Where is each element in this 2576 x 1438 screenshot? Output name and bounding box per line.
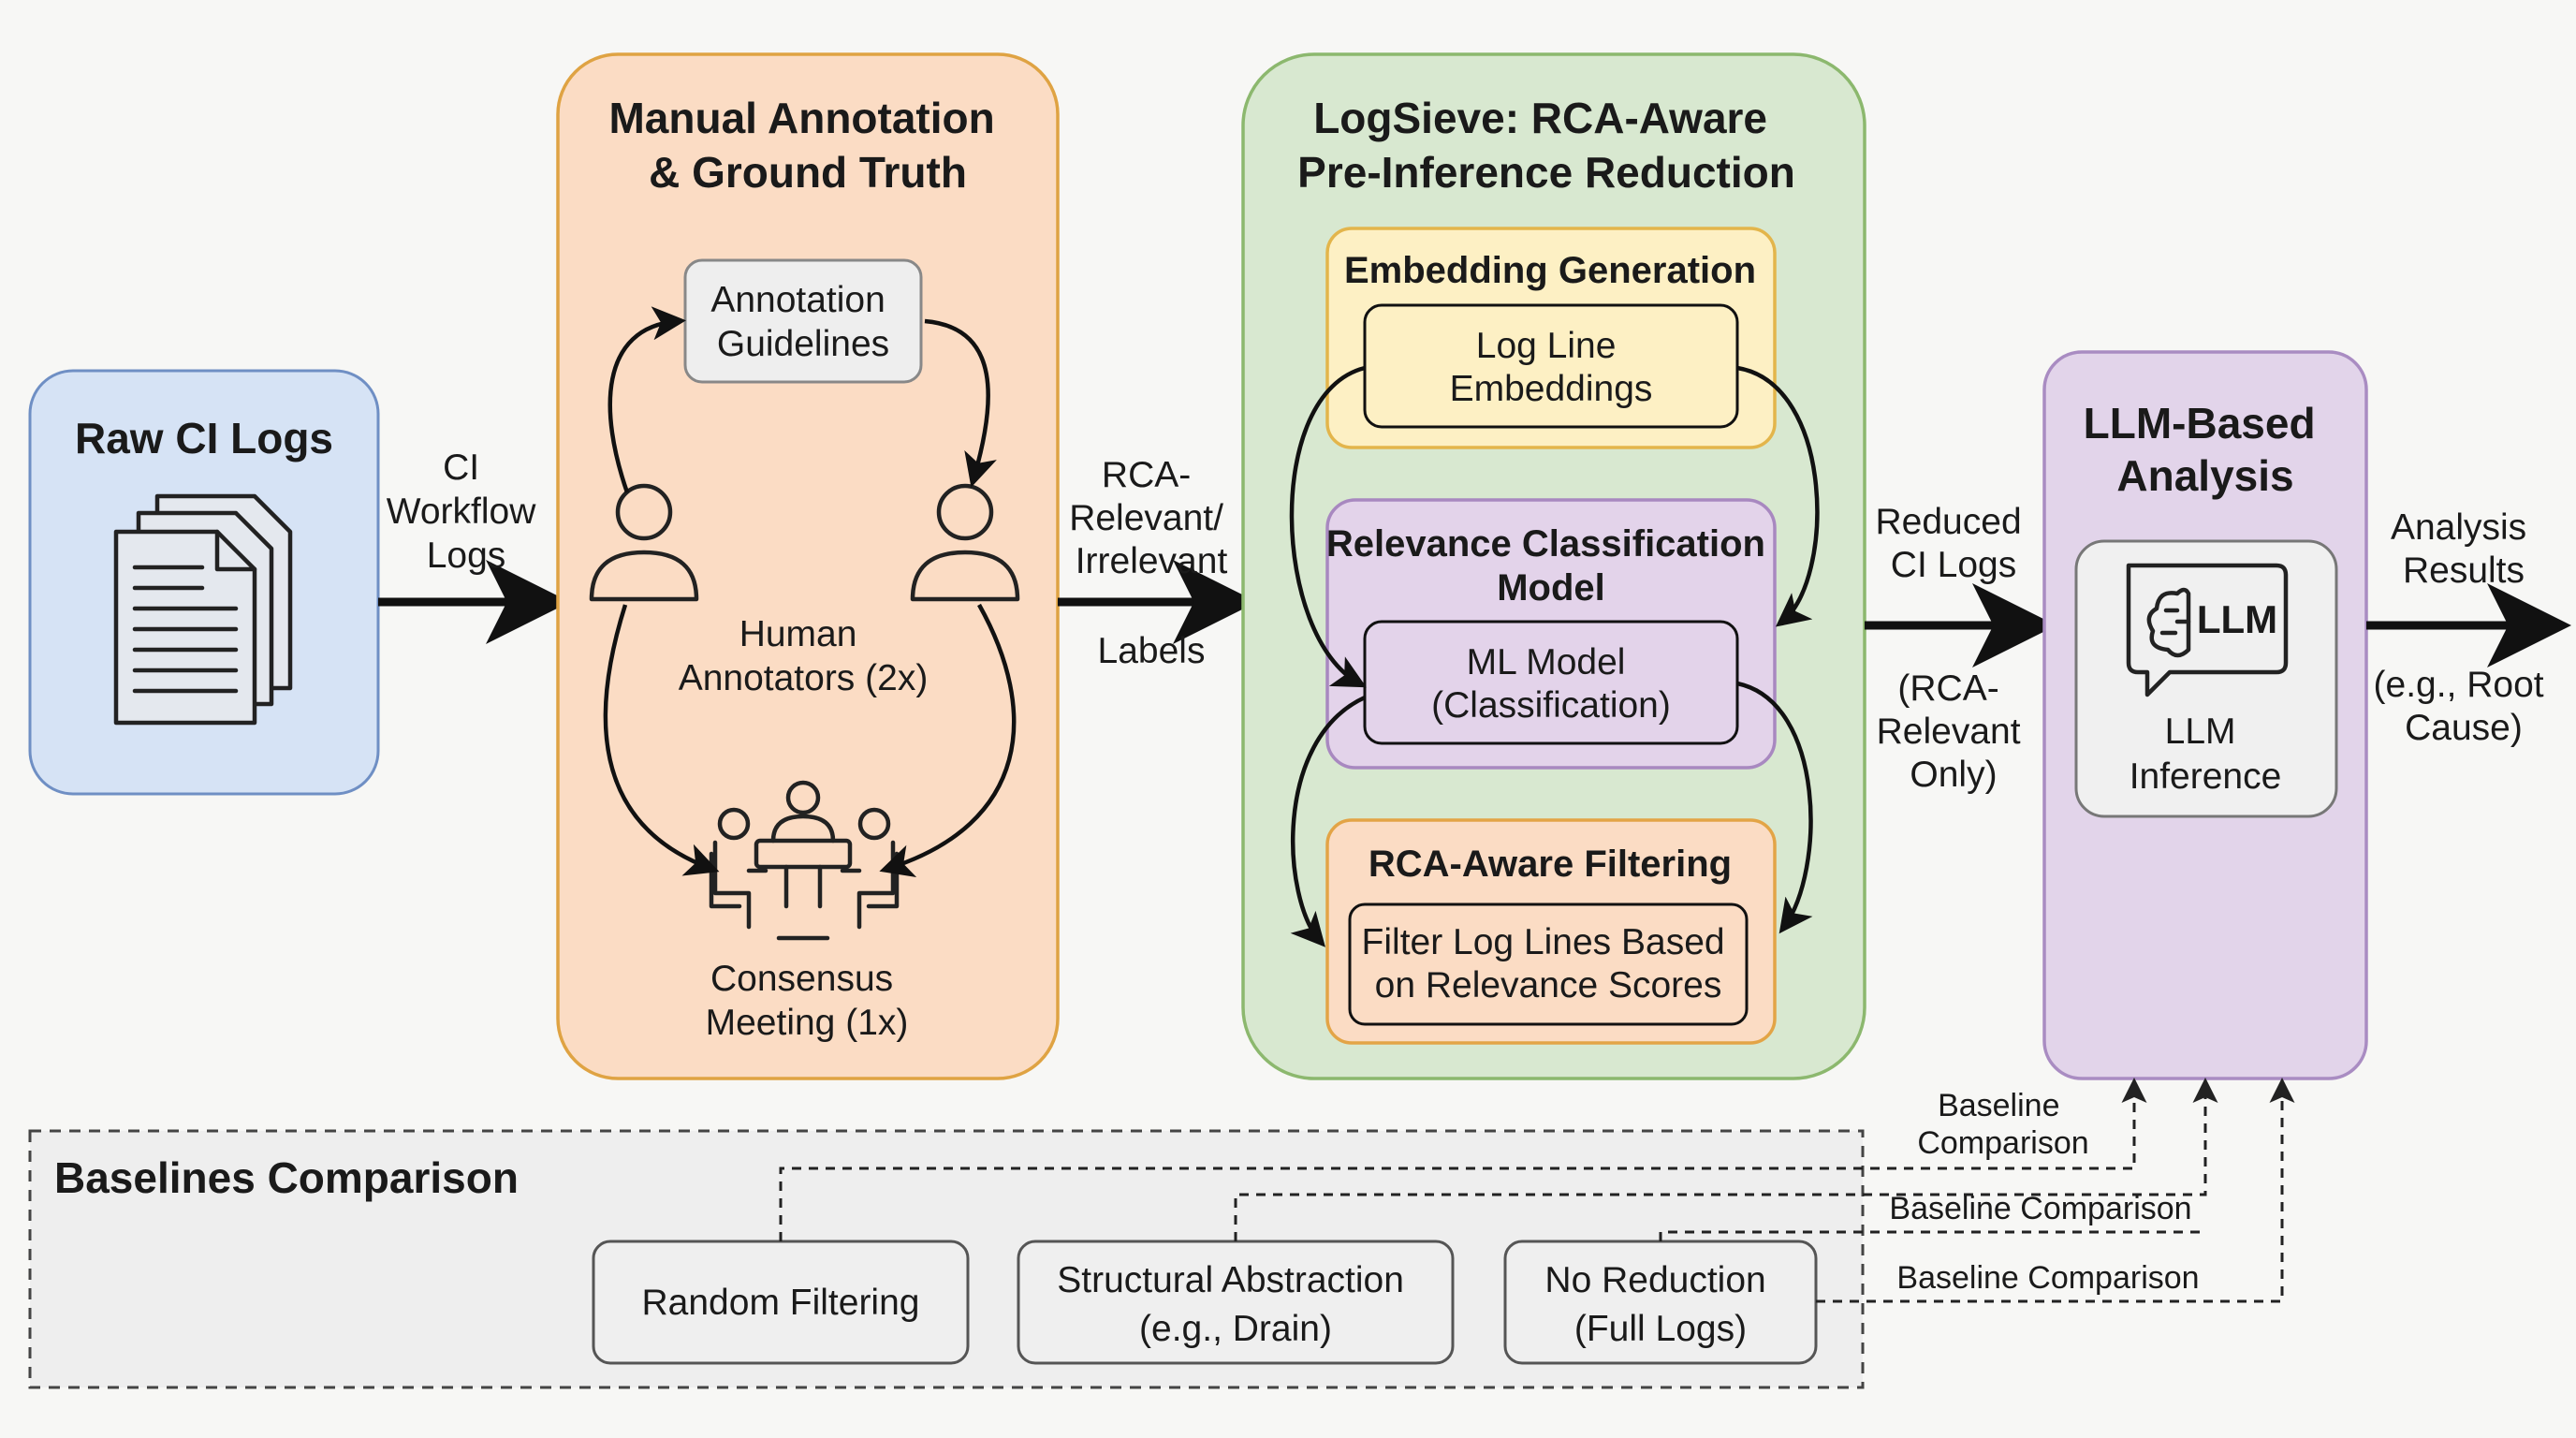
llm-analysis-title: LLM-Based Analysis: [2084, 399, 2328, 500]
edge-labels-bottom: Labels: [1098, 631, 1206, 671]
logsieve-group: LogSieve: RCA-Aware Pre-Inference Reduct…: [1241, 52, 1866, 1080]
edge-ci-workflow-logs-label: CI Workflow Logs: [387, 448, 546, 576]
edge-embeddings-to-model: [1289, 365, 1367, 688]
no-reduction-label: No Reduction (Full Logs): [1544, 1260, 1776, 1349]
edge-model-to-filtering-right: [1736, 681, 1813, 934]
edge-labels-top: RCA- Relevant/ Irrelevant: [1069, 455, 1234, 581]
baselines-comparison-group: Baselines Comparison Random Filtering St…: [28, 1078, 2295, 1389]
edge-noreduction-link: [1659, 1230, 2205, 1241]
edge-annotator-to-meeting-right: [879, 603, 1017, 878]
baseline-comparison-label-2: Baseline Comparison: [1889, 1191, 2191, 1226]
baseline-comparison-label-1: Baseline Comparison: [1917, 1088, 2088, 1161]
relevance-classification-title: Relevance Classification Model: [1326, 523, 1776, 609]
document-stack-icon: [113, 493, 293, 726]
ml-model-label: ML Model (Classification): [1431, 642, 1671, 726]
raw-ci-logs-title: Raw CI Logs: [75, 414, 333, 462]
log-line-embeddings-label: Log Line Embeddings: [1450, 326, 1653, 409]
human-annotators-label: Human Annotators (2x): [679, 614, 929, 698]
person-left-icon: [589, 483, 699, 602]
consensus-meeting-label: Consensus Meeting (1x): [706, 959, 909, 1043]
annotation-guidelines-node: Annotation Guidelines: [683, 258, 923, 384]
edge-analysis-results: Analysis Results (e.g., Root Cause): [2366, 507, 2571, 748]
person-right-icon: [910, 483, 1020, 602]
structural-abstraction-node: Structural Abstraction (e.g., Drain): [1017, 1240, 1455, 1365]
edge-reduced-ci-logs-top: Reduced CI Logs: [1876, 502, 2032, 585]
llm-analysis-group: LLM-Based Analysis LLM LLM Inference: [2042, 350, 2368, 1080]
edge-structural-to-llm: [1234, 1078, 2218, 1241]
edge-random-to-llm: [779, 1078, 2147, 1241]
edge-analysis-results-bottom: (e.g., Root Cause): [2374, 665, 2554, 748]
manual-annotation-group: Manual Annotation & Ground Truth Annotat…: [556, 52, 1060, 1080]
random-filtering-label: Random Filtering: [642, 1283, 920, 1323]
brain-chat-icon: LLM: [2126, 563, 2289, 697]
embedding-generation-node: Embedding Generation Log Line Embeddings: [1325, 227, 1777, 449]
edge-model-to-filtering-left: [1290, 695, 1366, 947]
edge-analysis-results-top: Analysis Results: [2391, 507, 2537, 591]
edge-labels: RCA- Relevant/ Irrelevant Labels: [1058, 455, 1257, 671]
edge-annotator-to-guidelines: [607, 306, 686, 493]
llm-inference-node: LLM LLM Inference: [2074, 539, 2338, 818]
llm-icon-text: LLM: [2197, 597, 2277, 641]
logsieve-title: LogSieve: RCA-Aware Pre-Inference Reduct…: [1297, 94, 1795, 197]
filter-log-lines-label: Filter Log Lines Based on Relevance Scor…: [1362, 922, 1735, 1005]
baseline-comparison-label-3: Baseline Comparison: [1896, 1260, 2199, 1296]
annotation-guidelines-label: Annotation Guidelines: [710, 280, 895, 364]
llm-inference-label: LLM Inference: [2130, 712, 2282, 797]
edge-ci-workflow-logs: CI Workflow Logs: [378, 448, 570, 644]
relevance-classification-node: Relevance Classification Model ML Model …: [1325, 498, 1777, 770]
baselines-comparison-title: Baselines Comparison: [54, 1153, 519, 1202]
edge-guidelines-to-annotator: [924, 318, 997, 488]
edge-reduced-ci-logs-bottom: (RCA- Relevant Only): [1877, 668, 2031, 795]
edge-annotator-to-meeting-left: [603, 604, 720, 876]
edge-reduced-ci-logs: Reduced CI Logs (RCA- Relevant Only): [1865, 502, 2056, 795]
raw-ci-logs-node: Raw CI Logs: [28, 369, 380, 796]
edge-noreduction-to-llm: [1816, 1078, 2295, 1303]
no-reduction-node: No Reduction (Full Logs): [1503, 1240, 1818, 1365]
random-filtering-node: Random Filtering: [592, 1240, 970, 1365]
edge-embeddings-to-relevance: [1736, 365, 1820, 627]
rca-aware-filtering-title: RCA-Aware Filtering: [1368, 844, 1732, 885]
manual-annotation-title: Manual Annotation & Ground Truth: [608, 94, 1006, 197]
structural-abstraction-label: Structural Abstraction (e.g., Drain): [1057, 1260, 1414, 1349]
embedding-generation-title: Embedding Generation: [1344, 250, 1756, 291]
rca-aware-filtering-node: RCA-Aware Filtering Filter Log Lines Bas…: [1325, 818, 1777, 1045]
